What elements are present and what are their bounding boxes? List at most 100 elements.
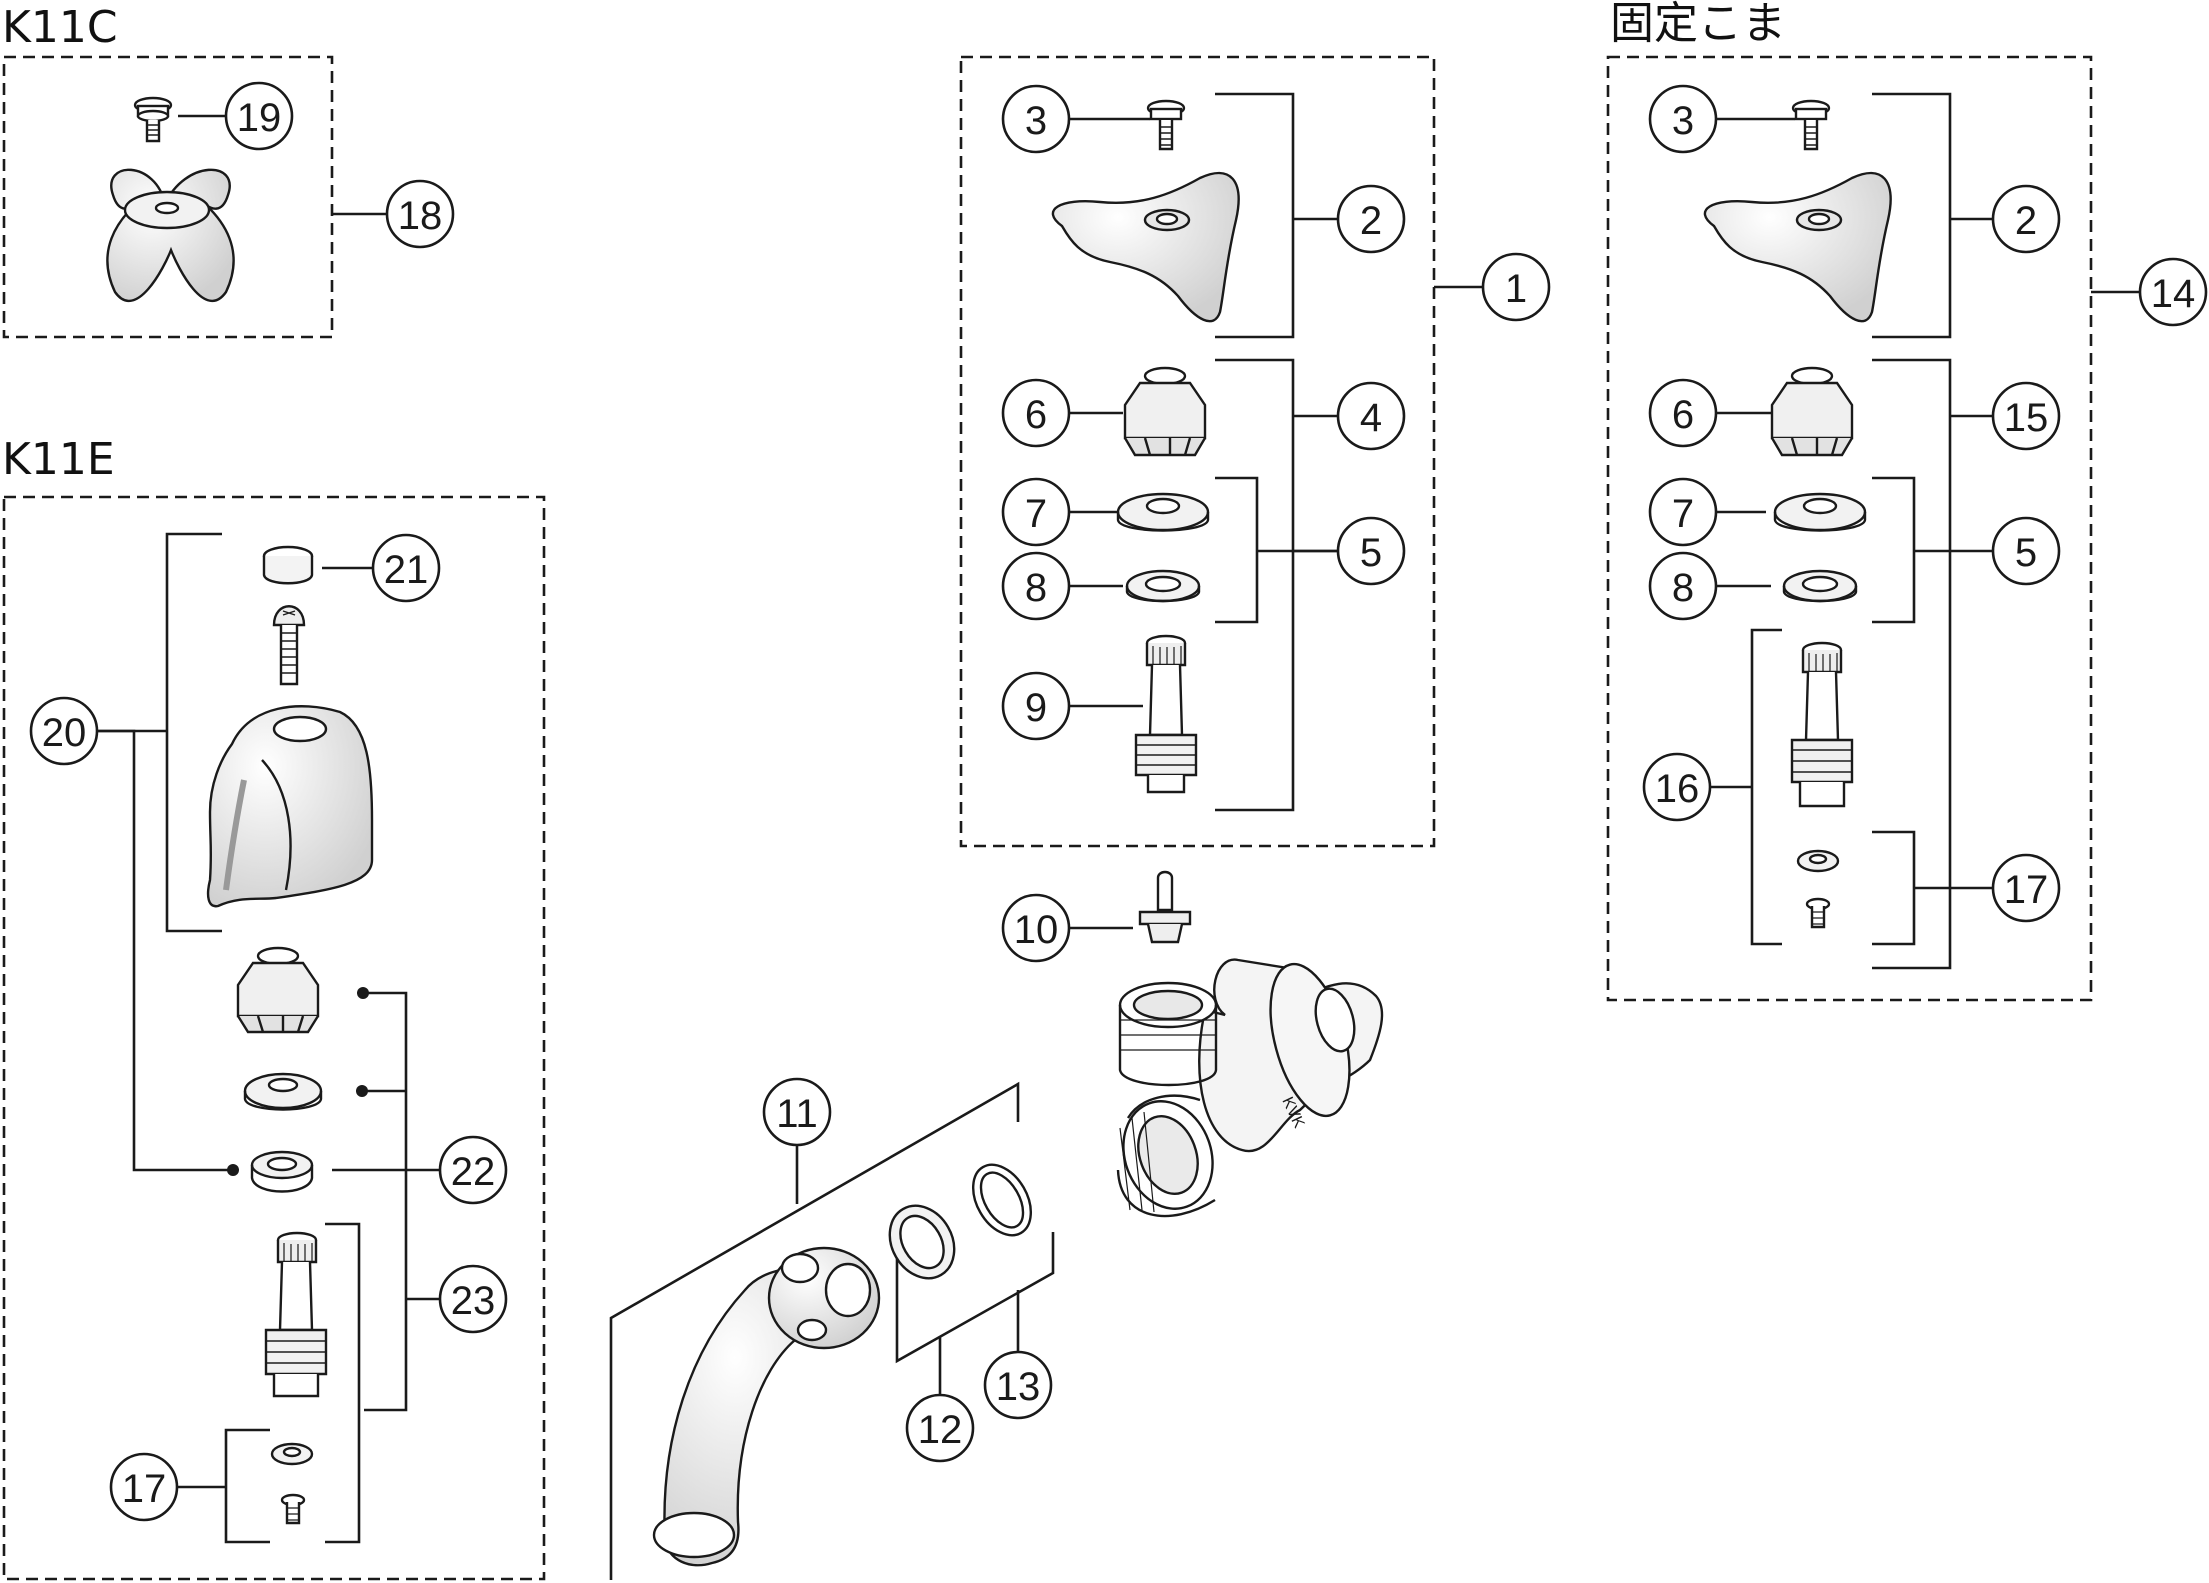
callout-5b: 5 <box>2015 531 2037 575</box>
callout-13: 13 <box>996 1365 1041 1409</box>
callout-18: 18 <box>398 194 443 238</box>
callout-3a: 3 <box>1025 99 1047 143</box>
packing-washer-7b <box>1773 492 1867 532</box>
spindle-23 <box>264 1231 328 1398</box>
callout-circle-14 <box>2138 257 2208 327</box>
nut-12 <box>888 1204 956 1280</box>
screw-20 <box>272 605 306 686</box>
callout-circle-20 <box>29 696 99 766</box>
group-title-k11c: K11C <box>2 2 118 53</box>
callout-circle-6a <box>1001 378 1071 448</box>
cap-21 <box>262 545 314 585</box>
packing-22c <box>250 1150 314 1193</box>
callout-22: 22 <box>451 1150 496 1194</box>
callout-circle-17b <box>1991 853 2061 923</box>
callout-17b: 17 <box>2004 868 2049 912</box>
callout-circle-23 <box>438 1264 508 1334</box>
callout-circle-8b <box>1648 551 1718 621</box>
callout-4: 4 <box>1360 396 1382 440</box>
callout-numbers: 19 18 3 2 1 6 4 7 5 8 9 10 3 2 14 6 15 7… <box>42 96 2196 1511</box>
callout-circles <box>29 81 2208 1522</box>
callout-circle-3a <box>1001 84 1071 154</box>
three-lobe-handle-2 <box>1051 171 1240 323</box>
callout-circle-22 <box>438 1135 508 1205</box>
callout-6a: 6 <box>1025 393 1047 437</box>
callout-circle-8a <box>1001 551 1071 621</box>
leader-lines <box>97 92 2140 1580</box>
callout-circle-21 <box>371 533 441 603</box>
callout-23: 23 <box>451 1279 496 1323</box>
callout-15: 15 <box>2004 396 2049 440</box>
handle-screw-3b <box>1791 99 1831 151</box>
callout-circle-19 <box>224 81 294 151</box>
packing-8 <box>1125 569 1201 603</box>
handle-screw-19 <box>133 96 173 143</box>
callout-circle-18 <box>385 179 455 249</box>
spout-11 <box>652 1246 881 1567</box>
callout-circle-4 <box>1336 381 1406 451</box>
callout-circle-12 <box>905 1393 975 1463</box>
callout-7b: 7 <box>1672 492 1694 536</box>
callout-17a: 17 <box>122 1467 167 1511</box>
callout-circle-9 <box>1001 671 1071 741</box>
group-boxes <box>2 55 2093 1581</box>
faucet-body: KVK <box>1116 958 1384 1218</box>
parts-art: KVK <box>106 96 1892 1567</box>
packing-washer-22b <box>243 1072 323 1111</box>
gland-nut-22a <box>236 946 320 1034</box>
group-box-k11c <box>2 55 334 339</box>
leader-dots <box>227 987 369 1176</box>
packing-13 <box>971 1163 1033 1237</box>
callout-circle-13 <box>983 1350 1053 1420</box>
callout-circle-16 <box>1642 752 1712 822</box>
callout-16: 16 <box>1655 767 1700 811</box>
callout-9: 9 <box>1025 686 1047 730</box>
callout-circle-2a <box>1336 184 1406 254</box>
spindle-16 <box>1790 641 1854 808</box>
callout-circle-15 <box>1991 381 2061 451</box>
callout-12: 12 <box>918 1408 963 1452</box>
lever-handle-20 <box>206 705 374 908</box>
callout-circle-3b <box>1648 84 1718 154</box>
callout-5a: 5 <box>1360 531 1382 575</box>
callout-circle-5a <box>1336 516 1406 586</box>
callout-circle-10 <box>1001 893 1071 963</box>
callout-10: 10 <box>1014 908 1059 952</box>
group-title-fixed-koma: 固定こま <box>1610 0 1786 49</box>
koma-screw-17b <box>1805 897 1831 929</box>
callout-11: 11 <box>776 1092 818 1136</box>
group-title-k11e: K11E <box>2 434 115 485</box>
callout-circle-7a <box>1001 477 1071 547</box>
handle-screw-3 <box>1146 99 1186 151</box>
callout-3b: 3 <box>1672 99 1694 143</box>
koma-washer-17b <box>1796 849 1840 873</box>
group-box-14 <box>1606 55 2093 1002</box>
packing-washer-7 <box>1116 492 1210 532</box>
callout-2a: 2 <box>1360 199 1382 243</box>
callout-circle-17a <box>109 1452 179 1522</box>
packing-8b <box>1782 569 1858 603</box>
koma-washer-17 <box>270 1442 314 1466</box>
three-lobe-handle-2b <box>1703 171 1892 323</box>
cross-handle-18 <box>106 168 235 302</box>
group-box-k11e <box>2 495 546 1581</box>
callout-circle-11 <box>762 1077 832 1147</box>
callout-14: 14 <box>2151 272 2196 316</box>
callout-circle-1 <box>1481 252 1551 322</box>
callout-8b: 8 <box>1672 566 1694 610</box>
callout-circle-5b <box>1991 516 2061 586</box>
callout-8a: 8 <box>1025 566 1047 610</box>
callout-19: 19 <box>237 96 282 140</box>
gland-nut-6 <box>1123 366 1207 457</box>
vacuum-breaker-10 <box>1138 870 1192 944</box>
callout-circle-2b <box>1991 184 2061 254</box>
callout-1: 1 <box>1505 267 1527 311</box>
group-box-1 <box>959 55 1436 848</box>
callout-21: 21 <box>384 548 429 592</box>
gland-nut-6b <box>1770 366 1854 457</box>
callout-6b: 6 <box>1672 393 1694 437</box>
spindle-9 <box>1134 634 1198 794</box>
koma-screw-17 <box>280 1493 306 1525</box>
callout-circle-7b <box>1648 477 1718 547</box>
